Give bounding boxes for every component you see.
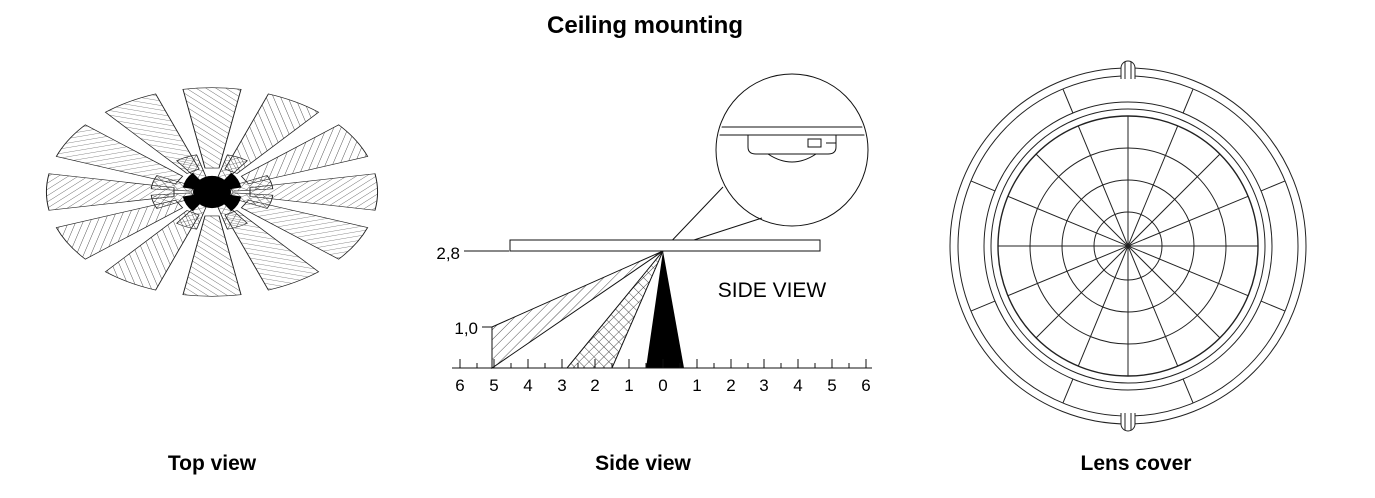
outer-facet-line [1260, 180, 1286, 192]
lens-ring [983, 101, 1273, 391]
outer-facet-line [970, 180, 996, 192]
side-view-label: SIDE VIEW [718, 279, 827, 302]
detector-latch [807, 138, 822, 148]
caption-top-view: Top view [167, 452, 257, 475]
ceiling-height-label: 2,8 [436, 244, 460, 263]
top-view-diagram [45, 87, 379, 297]
caption-side-view: Side view [595, 452, 691, 475]
detail-callout-circle [715, 73, 869, 227]
detector-detail-drawing [718, 126, 866, 163]
axis-tick-label: 3 [759, 376, 768, 395]
axis-tick-labels: 6 5 4 3 2 1 0 1 2 3 4 5 6 [455, 376, 870, 395]
outer-facet-line [1260, 300, 1286, 312]
outer-beam-side [491, 250, 664, 369]
outer-facet-line [1062, 378, 1074, 404]
center-sensor-blob [181, 172, 243, 212]
detector-dome [767, 153, 817, 163]
axis-tick-label: 2 [590, 376, 599, 395]
beam-height-label: 1,0 [454, 319, 478, 338]
axis-tick-label: 3 [557, 376, 566, 395]
detector-body [747, 134, 837, 155]
outer-facet-line [1182, 378, 1194, 404]
axis-tick-label: 1 [624, 376, 633, 395]
axis-tick-label: 2 [726, 376, 735, 395]
lens-facet-lines [998, 116, 1258, 376]
lens-cover-diagram [949, 60, 1307, 432]
ceiling-bar [509, 239, 821, 252]
side-view-labels: 2,8 1,0 SIDE VIEW 6 5 4 3 2 1 0 1 2 3 4 … [436, 244, 870, 395]
page-title: Ceiling mounting [547, 12, 743, 39]
axis-tick-label: 0 [658, 376, 667, 395]
axis-tick-label: 1 [692, 376, 701, 395]
mounting-clip-bottom [1120, 412, 1136, 432]
facet-line [1007, 195, 1249, 297]
mounting-clip-top [1120, 60, 1136, 80]
side-view-diagram: 2,8 1,0 SIDE VIEW 6 5 4 3 2 1 0 1 2 3 4 … [436, 73, 872, 395]
lens-ring [990, 108, 1266, 384]
axis-tick-label: 4 [793, 376, 802, 395]
axis-major-ticks [459, 359, 867, 368]
axis-tick-label: 6 [861, 376, 870, 395]
outer-facet-line [1182, 88, 1194, 114]
axis-tick-label: 6 [455, 376, 464, 395]
axis-minor-ticks [476, 363, 850, 368]
caption-lens-cover: Lens cover [1080, 452, 1192, 475]
axis-tick-label: 5 [489, 376, 498, 395]
outer-facet-line [1062, 88, 1074, 114]
outer-facet-lines [970, 88, 1286, 404]
outer-facet-line [970, 300, 996, 312]
axis-tick-label: 5 [827, 376, 836, 395]
center-beam-side [646, 251, 684, 368]
axis-tick-label: 4 [523, 376, 532, 395]
